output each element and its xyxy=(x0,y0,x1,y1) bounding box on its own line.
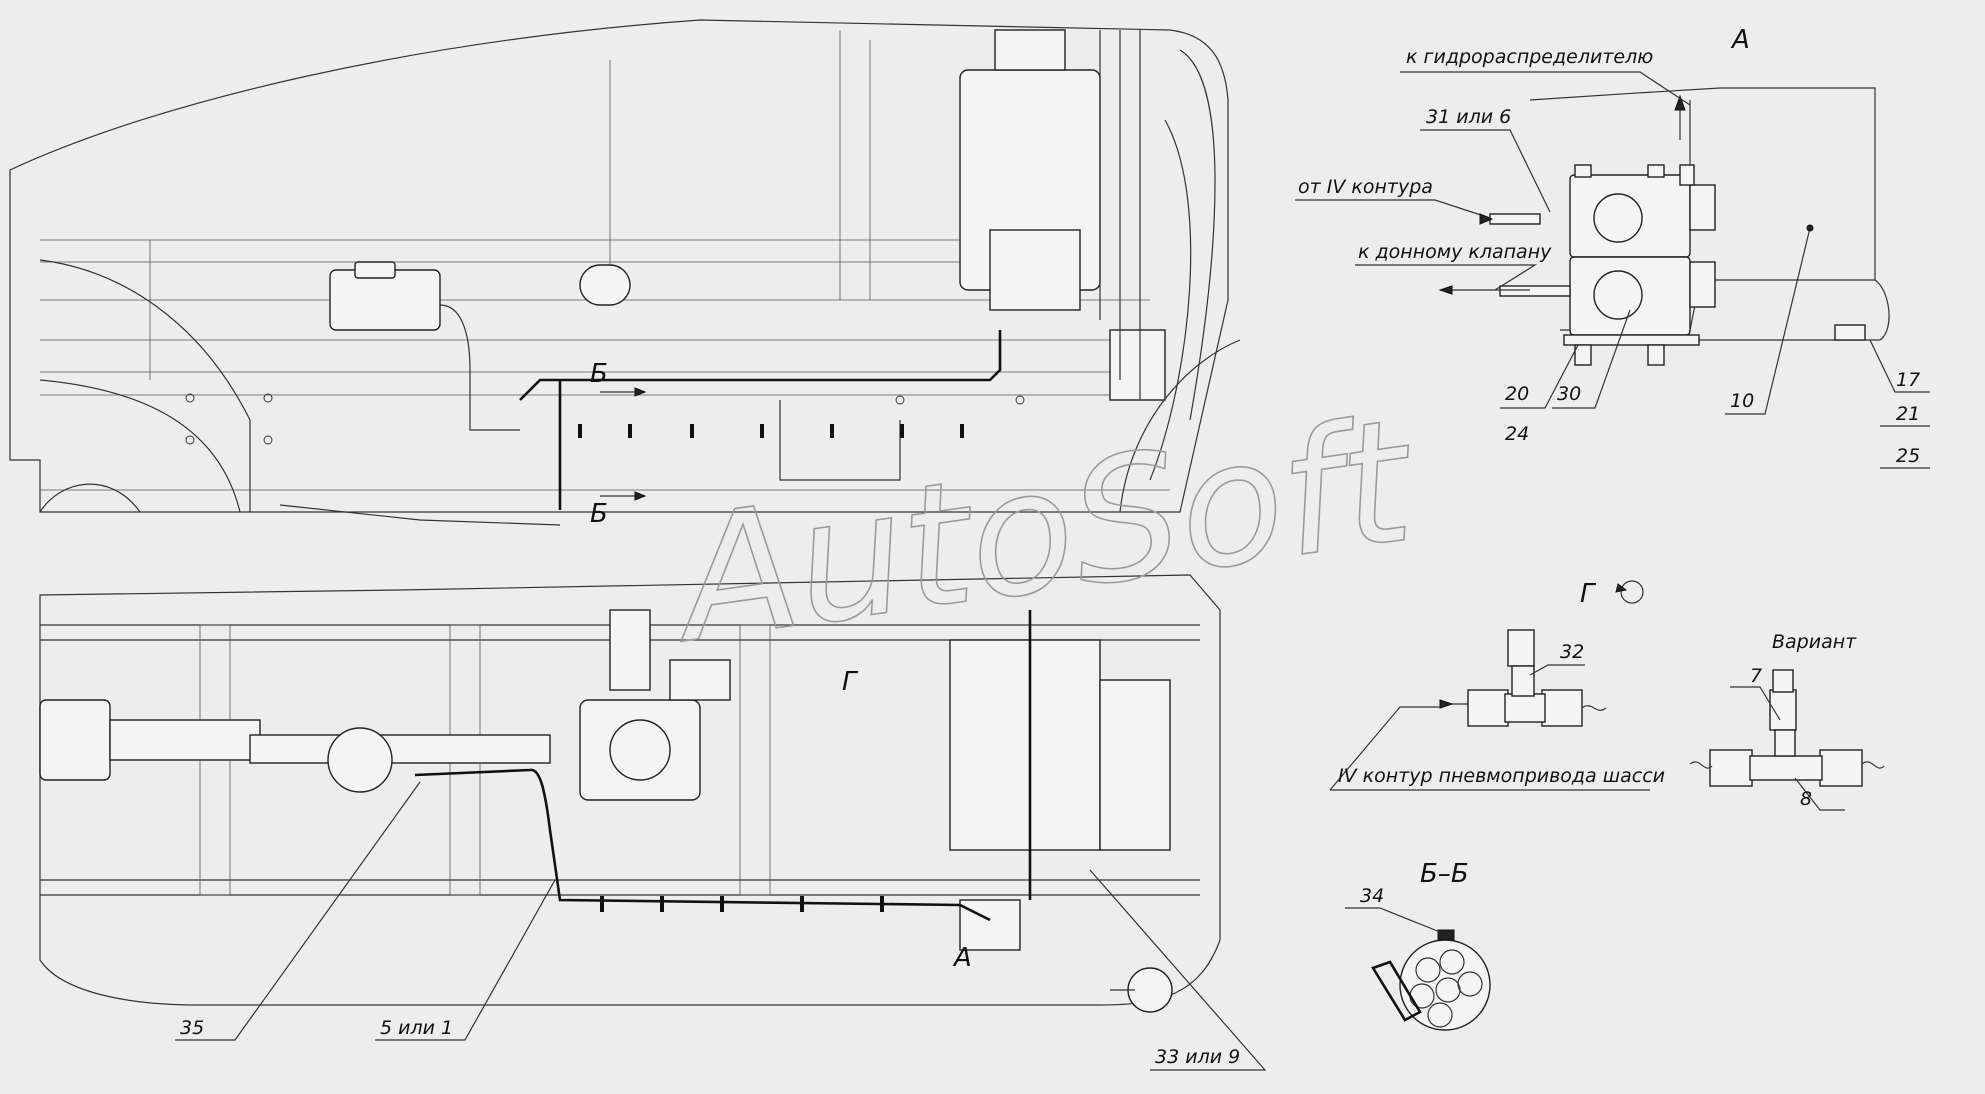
callout-from-contour: от IV контура xyxy=(1298,176,1433,198)
label-10: 10 xyxy=(1730,390,1754,412)
label-25: 25 xyxy=(1896,445,1920,467)
view-g-title: Г xyxy=(1580,579,1597,609)
callout-to-bottom-valve: к донному клапану xyxy=(1358,241,1552,263)
label-31-or-6: 31 или 6 xyxy=(1426,106,1511,128)
view-mark-g: Г xyxy=(842,667,859,697)
label-20: 20 xyxy=(1505,383,1529,405)
section-bb: Б–Б 34 xyxy=(1345,859,1491,1031)
label-35: 35 xyxy=(180,1017,204,1039)
label-24: 24 xyxy=(1505,423,1529,445)
view-a: А к гидрораспределителю 31 или 6 о xyxy=(1295,25,1930,469)
label-5-or-1: 5 или 1 xyxy=(380,1017,453,1039)
section-bb-title: Б–Б xyxy=(1420,859,1469,889)
label-32: 32 xyxy=(1560,641,1584,663)
view-mark-a: А xyxy=(952,943,972,973)
variant-title: Вариант xyxy=(1772,631,1857,653)
watermark: AutoSoft xyxy=(658,382,1427,682)
label-7: 7 xyxy=(1750,665,1762,687)
view-g: Г 32 IV контур пневмопривода шасси xyxy=(1329,579,1665,791)
section-mark-b-upper: Б xyxy=(590,359,608,389)
label-17: 17 xyxy=(1896,369,1920,391)
callout-contour: IV контур пневмопривода шасси xyxy=(1338,765,1665,787)
callout-to-distributor: к гидрораспределителю xyxy=(1406,46,1653,68)
label-33-or-9: 33 или 9 xyxy=(1155,1046,1240,1068)
plan-view: Г А 35 5 или 1 33 или 9 xyxy=(39,574,1267,1071)
variant-view: Вариант 7 8 xyxy=(1689,631,1885,811)
view-a-title: А xyxy=(1730,25,1750,55)
side-view: Б Б xyxy=(9,19,1241,529)
label-34: 34 xyxy=(1360,885,1384,907)
label-30: 30 xyxy=(1557,383,1581,405)
label-8: 8 xyxy=(1800,788,1812,810)
label-21: 21 xyxy=(1896,403,1920,425)
section-mark-b-lower: Б xyxy=(590,499,608,529)
